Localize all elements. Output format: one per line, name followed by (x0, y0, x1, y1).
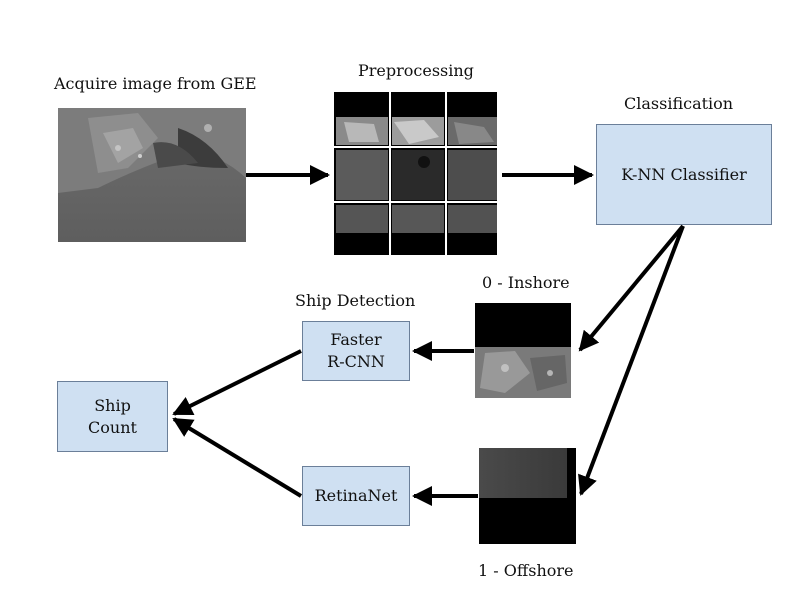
satellite-image (58, 108, 246, 242)
arrow-classifier-to-inshore (578, 224, 685, 352)
knn-classifier-box: K-NN Classifier (596, 124, 772, 225)
retinanet-box: RetinaNet (302, 466, 410, 526)
faster-rcnn-box: Faster R-CNN (302, 321, 410, 381)
acquire-label: Acquire image from GEE (54, 74, 257, 93)
offshore-label: 1 - Offshore (478, 561, 574, 580)
preprocessing-label: Preprocessing (358, 61, 474, 80)
arrow-retinanet-to-ship-count (172, 417, 303, 498)
retinanet-label: RetinaNet (314, 486, 398, 505)
faster-rcnn-line-1: Faster (330, 330, 382, 349)
ship-count-box: Ship Count (57, 381, 168, 452)
classification-label: Classification (624, 94, 734, 113)
arrow-faster-rcnn-to-ship-count (172, 349, 302, 416)
offshore-image (479, 448, 576, 544)
preprocessing-tiles (334, 92, 497, 255)
ship-count-line-1: Ship (94, 395, 131, 415)
ship-detection-label: Ship Detection (295, 291, 416, 310)
faster-rcnn-line-2: R-CNN (327, 352, 385, 371)
inshore-label: 0 - Inshore (482, 273, 570, 292)
ship-count-line-2: Count (88, 417, 137, 437)
inshore-image (475, 303, 571, 398)
knn-classifier-label: K-NN Classifier (621, 164, 747, 184)
arrow-classifier-to-offshore (578, 225, 685, 496)
